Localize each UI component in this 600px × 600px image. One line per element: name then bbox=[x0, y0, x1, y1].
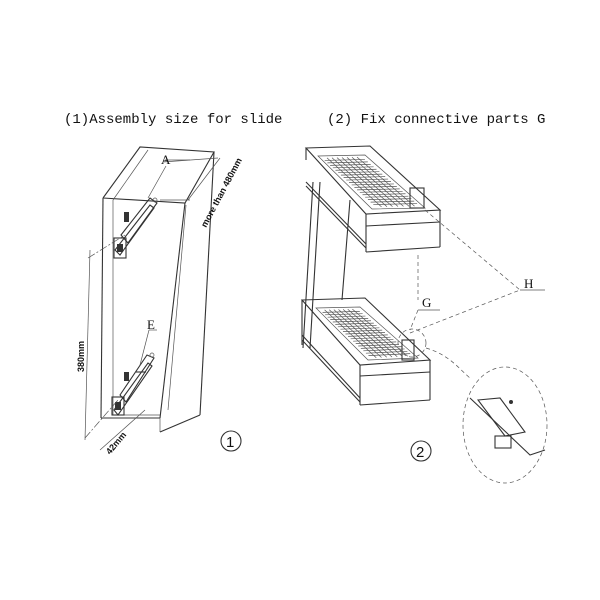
cabinet-drawing bbox=[84, 146, 221, 451]
step2-title: (2) Fix connective parts G bbox=[327, 112, 545, 128]
step1-number: 1 bbox=[226, 434, 234, 451]
height-dimension: 380mm bbox=[76, 341, 86, 372]
label-g: G bbox=[422, 295, 431, 310]
label-e: E bbox=[147, 317, 155, 332]
label-a: A bbox=[161, 152, 171, 167]
step1-title: (1)Assembly size for slide bbox=[64, 112, 282, 128]
top-shelf-grid bbox=[324, 156, 418, 208]
label-h: H bbox=[524, 276, 533, 291]
basket-drawing bbox=[300, 145, 548, 484]
step1-badge bbox=[220, 430, 242, 452]
step2-badge bbox=[410, 440, 432, 462]
step2-number: 2 bbox=[416, 444, 424, 461]
bottom-shelf-grid bbox=[322, 308, 411, 359]
